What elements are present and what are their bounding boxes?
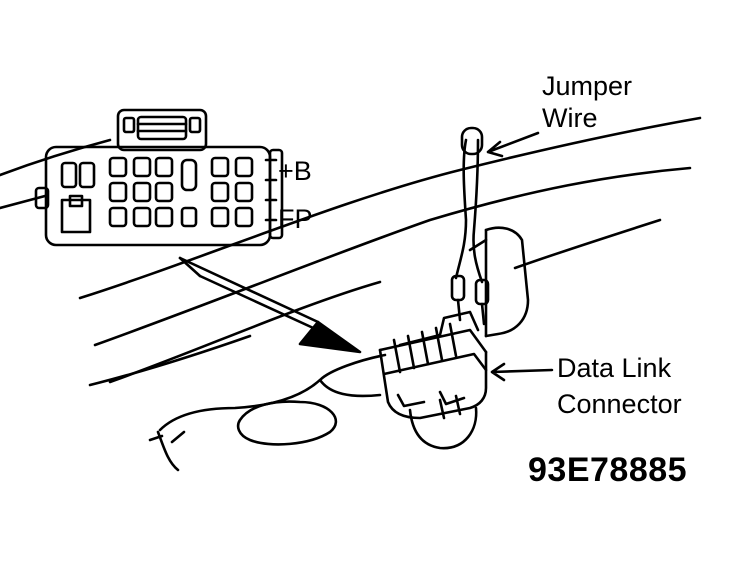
data-link-connector xyxy=(378,126,530,420)
fp-pin-label: FP xyxy=(278,204,313,234)
connector-pin-diagram xyxy=(34,108,284,247)
plus-b-pin-label: +B xyxy=(278,156,312,186)
jumper-wire-label-line2: Wire xyxy=(542,103,598,133)
figure-code: 93E78885 xyxy=(528,451,688,489)
jumper-wire-callout-arrow xyxy=(486,131,540,158)
hand-outline xyxy=(148,353,478,472)
data-link-connector-label-line1: Data Link xyxy=(557,353,672,383)
pointer-arrow xyxy=(178,256,362,354)
connector-callout-arrow xyxy=(490,362,554,382)
data-link-connector-label-line2: Connector xyxy=(557,389,682,419)
jumper-wire-label-line1: Jumper xyxy=(542,71,633,101)
